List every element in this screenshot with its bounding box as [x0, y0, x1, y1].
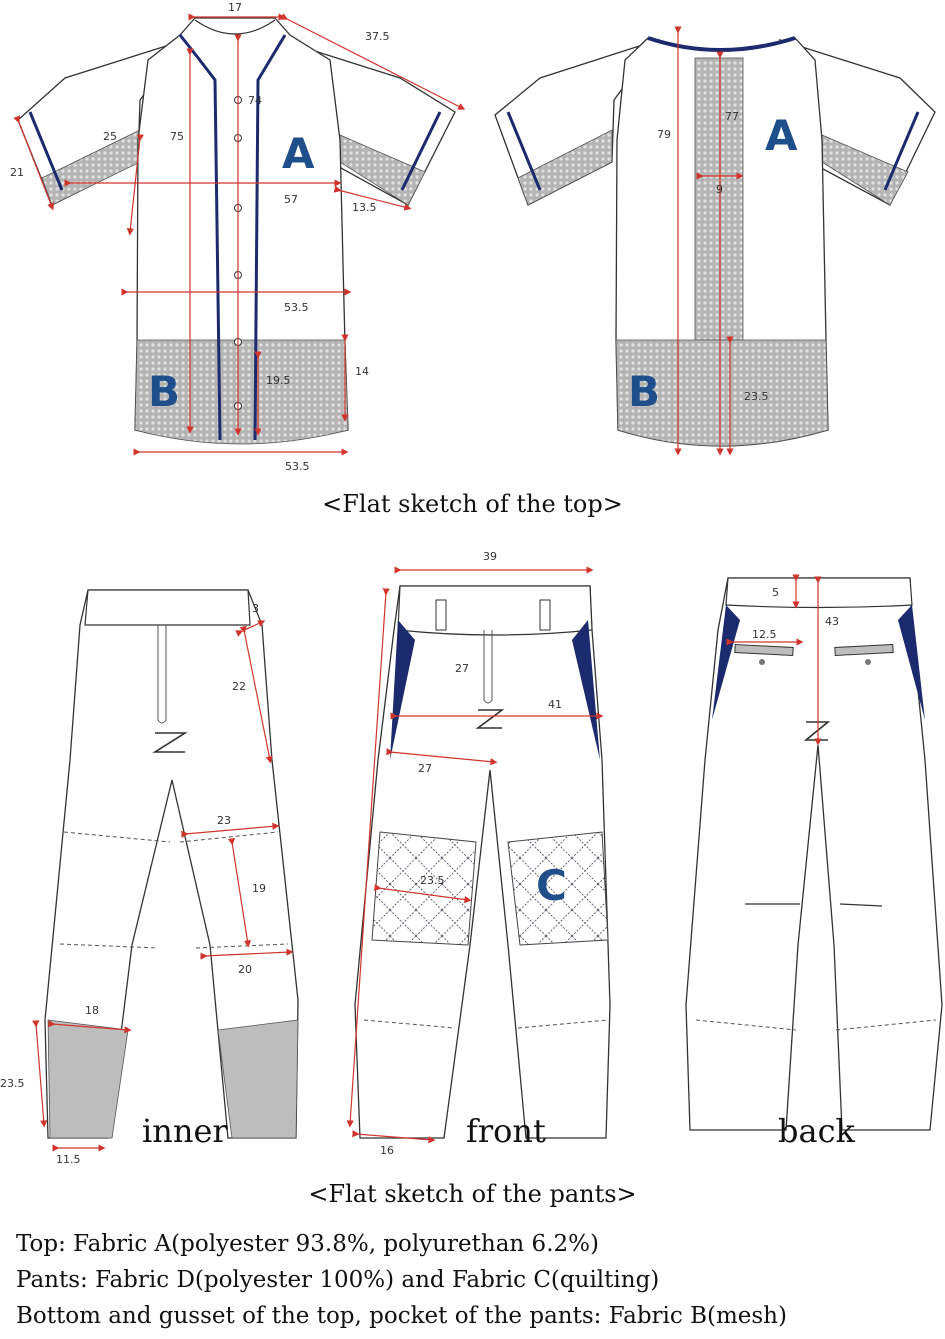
dim-label: 23.5 — [744, 390, 769, 403]
fabric-c-label: C — [536, 861, 567, 910]
dim-label: 39 — [483, 550, 497, 563]
fabric-note: Bottom and gusset of the top, pocket of … — [16, 1303, 787, 1329]
dim-label: 43 — [825, 615, 839, 628]
dim-label: 53.5 — [285, 460, 310, 473]
fabric-note: Pants: Fabric D(polyester 100%) and Fabr… — [16, 1267, 660, 1293]
dim-label: 27 — [455, 662, 469, 675]
dim-label: 21 — [10, 166, 24, 179]
top-sketch-caption: <Flat sketch of the top> — [322, 490, 623, 518]
dim-label: 74 — [248, 94, 262, 107]
dim-label: 27 — [418, 762, 432, 775]
dim-label: 57 — [284, 193, 298, 206]
dim-label: 19.5 — [266, 374, 291, 387]
dim-label: 53.5 — [284, 301, 309, 314]
left-knee-quilt — [371, 831, 477, 946]
dim-label: 14 — [355, 365, 369, 378]
top-back-sketch: 79 77 9 23.5 A B — [494, 26, 936, 456]
dim-label: 23.5 — [420, 874, 445, 887]
view-label-inner: inner — [142, 1112, 228, 1150]
dim-label: 13.5 — [352, 201, 377, 214]
dim-label: 77 — [725, 110, 739, 123]
dim-label: 16 — [380, 1144, 394, 1157]
dim-label: 12.5 — [752, 628, 777, 641]
fabric-b-label: B — [628, 367, 660, 416]
dim-label: 11.5 — [56, 1153, 81, 1166]
fabric-a-label: A — [765, 111, 798, 160]
dim-label: 37.5 — [365, 30, 390, 43]
dim-label: 17 — [228, 1, 242, 14]
pants-front-sketch: 39 27 41 27 23.5 16 C front — [346, 550, 611, 1157]
fabric-b-label: B — [148, 367, 180, 416]
back-center-mesh — [694, 57, 744, 341]
fabric-a-label: A — [282, 129, 315, 178]
pants-sketch-caption: <Flat sketch of the pants> — [308, 1180, 637, 1208]
dim-label: 79 — [657, 128, 671, 141]
top-front-sketch: 17 37.5 74 25 75 21 57 13.5 53.5 19.5 14… — [10, 1, 466, 473]
dim-label: 5 — [772, 586, 779, 599]
fabric-note: Top: Fabric A(polyester 93.8%, polyureth… — [16, 1231, 599, 1257]
dim-label: 18 — [85, 1004, 99, 1017]
right-knee-quilt — [507, 831, 609, 946]
pants-inner-sketch: 3 22 23 19 20 18 23.5 11.5 inner — [0, 589, 299, 1166]
dim-label: 22 — [232, 680, 246, 693]
view-label-front: front — [466, 1112, 546, 1150]
dim-label: 19 — [252, 882, 266, 895]
dim-label: 20 — [238, 963, 252, 976]
dim-label: 23.5 — [0, 1077, 25, 1090]
dim-label: 75 — [170, 130, 184, 143]
dim-label: 23 — [217, 814, 231, 827]
view-label-back: back — [778, 1112, 855, 1150]
dim-label: 25 — [103, 130, 117, 143]
fabric-notes: Top: Fabric A(polyester 93.8%, polyureth… — [16, 1226, 787, 1334]
pants-back-sketch: 5 12.5 43 back — [685, 574, 943, 1150]
dim-label: 3 — [252, 602, 259, 615]
dim-label: 41 — [548, 698, 562, 711]
dim-label: 9 — [716, 183, 723, 196]
